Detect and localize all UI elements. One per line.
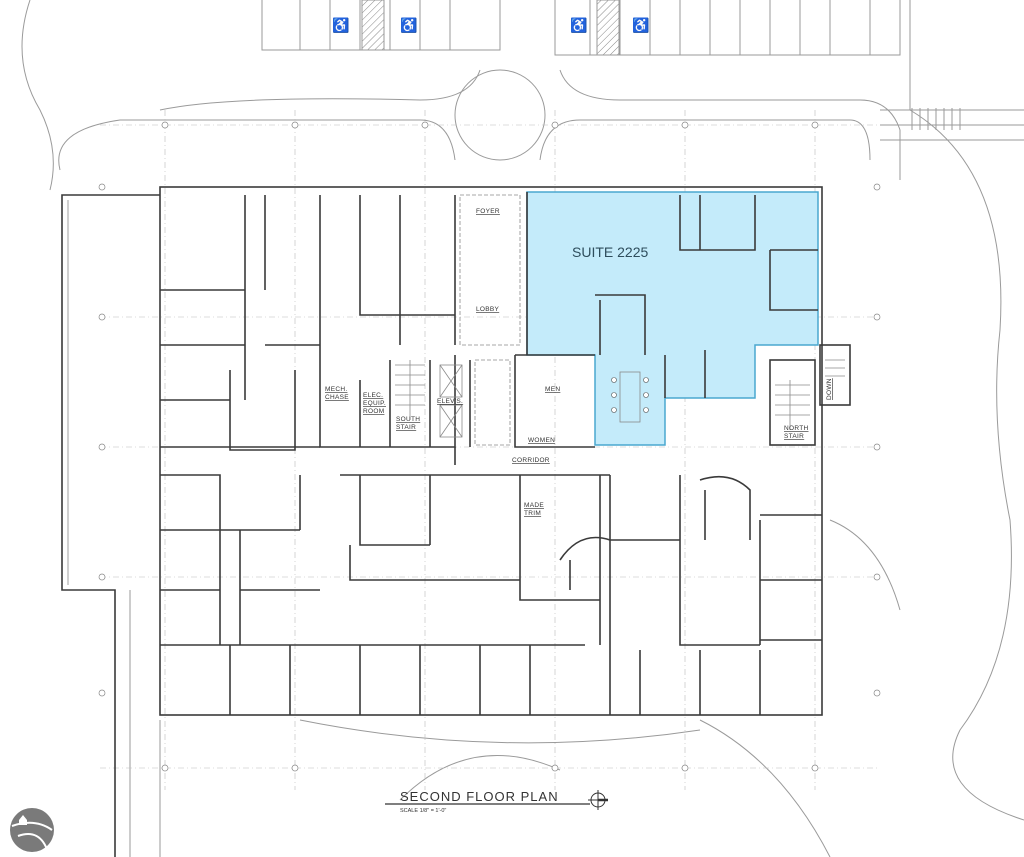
men-label: MEN xyxy=(545,386,560,393)
svg-text:♿: ♿ xyxy=(570,17,587,34)
suite-label: SUITE 2225 xyxy=(572,244,648,260)
plan-title: SECOND FLOOR PLAN xyxy=(400,789,559,804)
women-label: WOMEN xyxy=(528,437,555,444)
north-arrow-icon xyxy=(588,790,608,810)
elec-room-label-3: ROOM xyxy=(363,408,384,415)
svg-text:♿: ♿ xyxy=(400,17,417,34)
elec-room-label-1: ELEC. xyxy=(363,392,383,399)
title-block: SECOND FLOOR PLAN SCALE 1/8" = 1'-0" xyxy=(385,789,608,814)
south-stair-label-2: STAIR xyxy=(396,424,416,431)
grid-lines xyxy=(98,110,881,790)
plan-scale: SCALE 1/8" = 1'-0" xyxy=(400,808,446,814)
mech-chase-label-1: MECH. xyxy=(325,386,347,393)
down-label: DOWN xyxy=(826,378,833,400)
elevators-label: ELEV'S. xyxy=(437,398,463,405)
north-stair-label-2: STAIR xyxy=(784,433,804,440)
suite-2225-highlight[interactable] xyxy=(526,191,819,446)
corridor-label: CORRIDOR xyxy=(512,457,550,464)
foyer-label: FOYER xyxy=(476,208,500,215)
lobby-label: LOBBY xyxy=(476,306,500,313)
north-stair-label-1: NORTH xyxy=(784,425,809,432)
svg-text:♿: ♿ xyxy=(332,17,349,34)
svg-text:♿: ♿ xyxy=(632,17,649,34)
site-plan: ♿ ♿ ♿ ♿ xyxy=(21,0,1024,857)
made-trim-label-2: TRIM xyxy=(524,510,541,517)
elec-room-label-2: EQUIP. xyxy=(363,400,386,407)
house-on-hill-logo xyxy=(10,808,54,853)
south-stair-label-1: SOUTH xyxy=(396,416,420,423)
room-labels: SUITE 2225 FOYER LOBBY MEN WOMEN MECH. C… xyxy=(325,208,833,517)
building-walls xyxy=(61,186,851,857)
mech-chase-label-2: CHASE xyxy=(325,394,349,401)
made-trim-label-1: MADE xyxy=(524,502,544,509)
